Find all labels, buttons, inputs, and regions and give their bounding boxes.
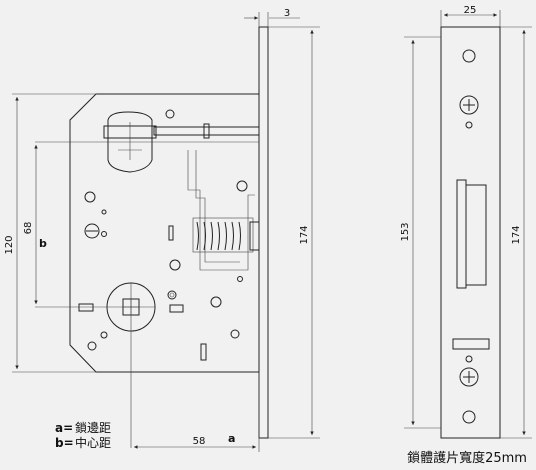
- phillips-screw-icon: [459, 367, 479, 387]
- strike-hole: [465, 355, 473, 363]
- strike-plate-caption: 鎖體護片寬度25mm: [407, 450, 527, 466]
- mount-hole: [169, 259, 181, 271]
- phillips-screw-icon: [459, 95, 479, 115]
- latch-opening-inner: [465, 184, 487, 286]
- strike-plate-front-view: 25 153 174 鎖體護片寬度25mm: [400, 5, 532, 466]
- small-circle-marker: [167, 290, 177, 300]
- lock-body-side-view: 120 68 b 3 174 58 a a= 鎖邊距 b= 中心距: [4, 8, 320, 452]
- bolt-slot: [452, 338, 490, 350]
- dimension-faceplate-height: 174: [299, 225, 310, 244]
- dimension-backset: 58: [193, 436, 206, 447]
- mount-hole: [236, 180, 248, 192]
- legend-b-key: b=: [55, 436, 74, 450]
- strike-plate: [440, 26, 501, 439]
- faceplate: [258, 26, 269, 439]
- legend-a-text: 鎖邊距: [75, 420, 111, 435]
- deadbolt-cam: [107, 111, 153, 173]
- dimension-faceplate-thickness: 3: [284, 8, 290, 19]
- dimension-strike-width: 25: [464, 5, 477, 16]
- dimension-center-marker: b: [39, 237, 47, 250]
- mount-hole: [237, 276, 243, 282]
- mount-hole: [210, 296, 222, 308]
- strike-hole: [462, 49, 476, 63]
- strike-hole: [465, 121, 473, 129]
- dimension-body-height: 120: [4, 235, 15, 254]
- dimension-backset-marker: a: [228, 432, 235, 445]
- latch-spring: [192, 217, 260, 253]
- dimension-strike-total: 174: [511, 225, 522, 244]
- legend-a-key: a=: [55, 421, 73, 435]
- legend-b-text: 中心距: [75, 435, 111, 450]
- mount-hole: [84, 191, 96, 203]
- dimension-center-distance: 68: [23, 222, 34, 235]
- mount-hole: [100, 331, 108, 339]
- mount-hole: [165, 109, 175, 119]
- slotted-screw-icon: [84, 223, 100, 239]
- mount-hole: [87, 341, 97, 351]
- mount-hole: [230, 329, 240, 339]
- dimension-strike-height: 153: [400, 222, 411, 241]
- latch-opening: [456, 179, 467, 289]
- strike-hole: [462, 410, 476, 424]
